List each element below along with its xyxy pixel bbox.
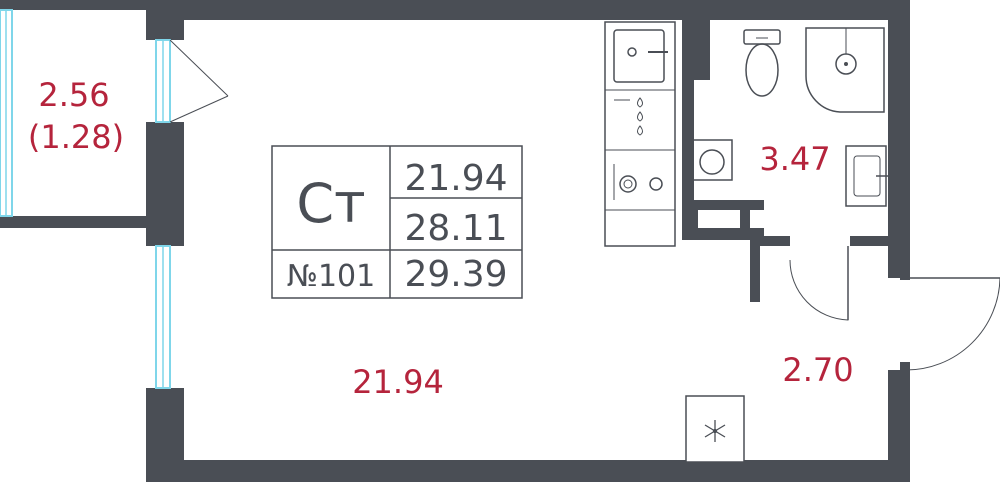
washbasin-icon xyxy=(845,145,888,207)
bathroom-area-label: 3.47 xyxy=(759,140,830,178)
balcony-area-reduced-label: (1.28) xyxy=(28,118,124,156)
outer-walls xyxy=(146,0,910,482)
balcony-window xyxy=(0,9,13,217)
total-area-value: 28.11 xyxy=(404,208,507,249)
total-area-with-balcony-value: 29.39 xyxy=(404,254,507,295)
balcony-area-label: 2.56 xyxy=(38,76,109,114)
kitchen-sink-icon xyxy=(613,29,668,83)
stove-icon xyxy=(613,97,663,200)
balcony xyxy=(0,0,150,228)
apartment-type-label: Ст xyxy=(296,172,365,235)
living-area-value: 21.94 xyxy=(404,158,507,199)
info-table xyxy=(271,145,523,299)
hall-area-label: 2.70 xyxy=(782,351,853,389)
bathroom-door xyxy=(789,246,849,321)
apartment-number-label: №101 xyxy=(287,259,375,294)
living-area-label: 21.94 xyxy=(352,363,444,401)
bathroom-walls xyxy=(682,20,890,302)
washing-machine-icon xyxy=(691,139,733,181)
toilet-icon xyxy=(743,29,781,97)
snowflake-icon xyxy=(704,420,726,442)
entrance-door xyxy=(900,270,1000,372)
fridge xyxy=(685,395,745,463)
kitchen-counter xyxy=(604,21,676,247)
main-window xyxy=(155,245,171,389)
shower-icon xyxy=(805,27,885,113)
balcony-door xyxy=(155,39,229,123)
